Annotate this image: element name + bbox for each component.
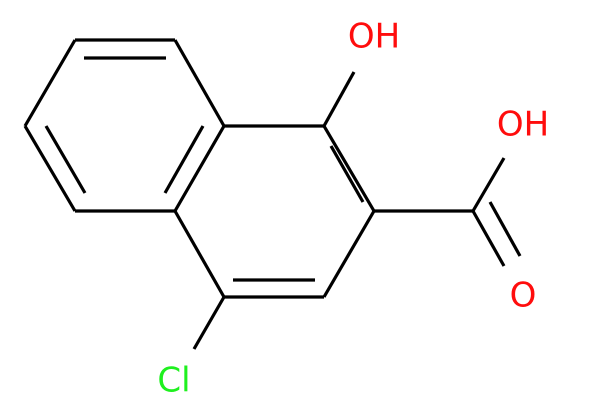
bond-acid-o-2 <box>488 201 522 257</box>
acid-hydroxyl-label: OH <box>497 105 549 145</box>
atom-labels: OH OH O Cl <box>157 17 549 401</box>
bond-c6-c1-inner <box>44 125 87 194</box>
bond-c1-c2 <box>23 39 77 127</box>
carbonyl-oxygen-label: O <box>510 276 537 316</box>
bonds <box>23 38 522 350</box>
bond-acid-o-1 <box>471 210 506 267</box>
bond-acid-oh <box>471 157 506 212</box>
bond-c10-c5 <box>173 210 226 298</box>
hydroxyl-label: OH <box>348 17 400 57</box>
chlorine-label: Cl <box>157 361 190 401</box>
bond-c7-oh <box>322 71 356 127</box>
bond-c6-c1 <box>23 125 77 212</box>
bond-c4-c5 <box>173 125 226 212</box>
bond-c4-c5-inner <box>163 125 205 194</box>
bond-c7-c8 <box>322 125 376 212</box>
bond-c7-c8-inner <box>329 145 365 203</box>
bond-c3-c4 <box>173 39 226 127</box>
bond-c10-cl <box>192 296 226 350</box>
bond-c8-c9 <box>322 210 376 298</box>
